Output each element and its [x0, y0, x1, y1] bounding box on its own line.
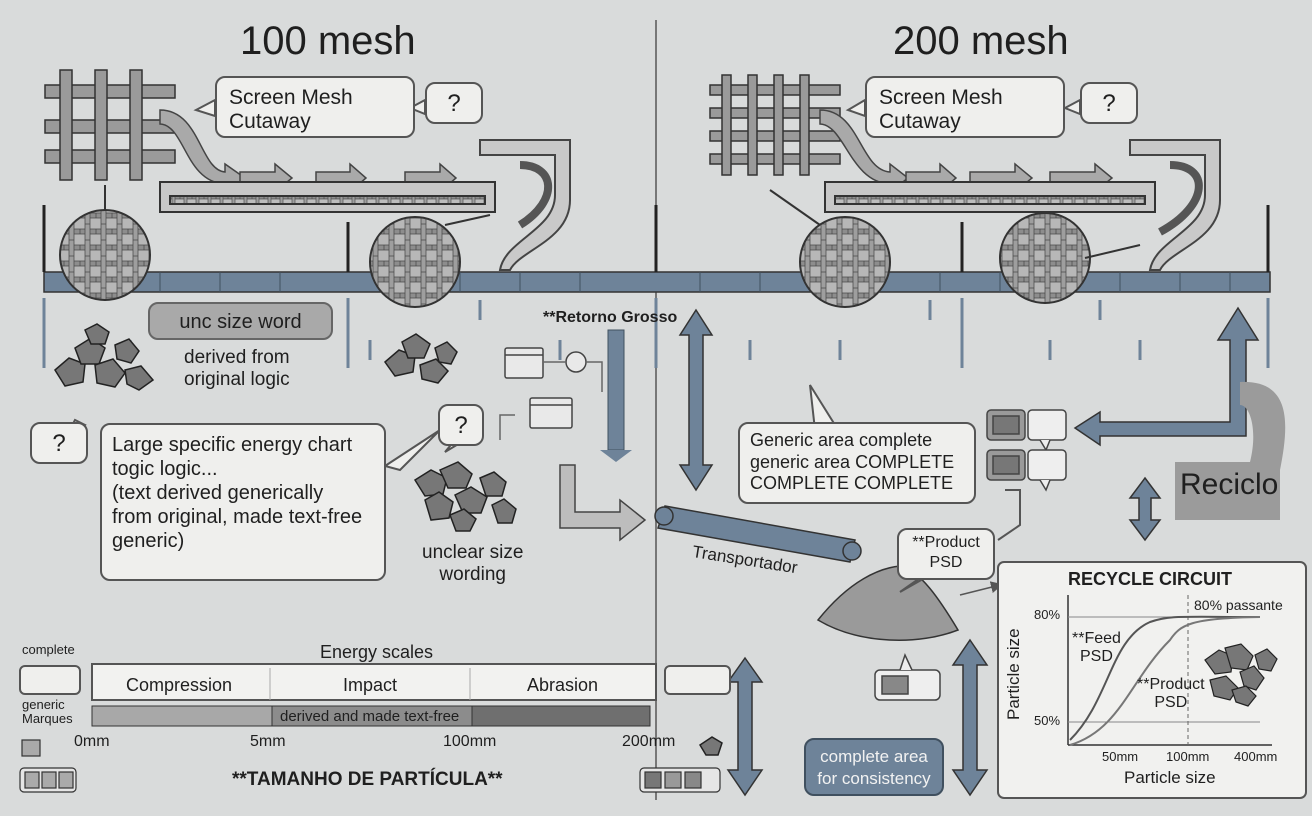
energy-category-abrasion: Abrasion — [527, 675, 599, 695]
unc-size-badge: unc size word — [148, 302, 333, 340]
complete-area-badge: complete area for consistency — [804, 738, 944, 796]
question-bubble-3: ? — [30, 422, 88, 464]
unclear-size-label: unclear size wording — [422, 542, 524, 585]
product-psd-text: **Product PSD — [912, 534, 980, 571]
unc-size-label: unc size word — [179, 311, 302, 333]
double-arrows — [678, 306, 1260, 797]
chutes — [479, 139, 1221, 271]
size-tick-0mm: 0mm — [74, 733, 110, 750]
grey-flow-arrow — [559, 464, 647, 542]
recycle-chart-frame — [997, 561, 1307, 799]
title-100-mesh: 100 mesh — [240, 19, 416, 63]
product-psd-callout: **Product PSD — [897, 528, 995, 580]
energy-category-compression: Compression — [126, 675, 233, 695]
energy-category-impact: Impact — [343, 675, 398, 695]
energy-scales-title: Energy scales — [316, 642, 438, 663]
title-200-mesh: 200 mesh — [893, 19, 1069, 63]
recycle-chart-title: RECYCLE CIRCUIT — [1068, 569, 1233, 589]
screen-mesh-label-left: Screen Mesh Cutaway — [229, 86, 353, 134]
reciclo-label: Reciclo — [1180, 468, 1279, 501]
retorno-grosso-label: **Retorno Grosso — [543, 309, 678, 326]
screen-mesh-callout-left: Screen Mesh Cutaway — [215, 76, 415, 138]
energy-chart-text: Large specific energy chart togic logic.… — [112, 434, 363, 552]
recycle-y-tick-50: 50% — [1034, 713, 1061, 728]
energy-bar-label: derived and made text-free — [280, 708, 460, 725]
flow-nodes — [499, 347, 603, 440]
question-mark: ? — [52, 430, 66, 457]
question-mark: ? — [1102, 90, 1116, 117]
recycle-x-tick-100mm: 100mm — [1166, 749, 1210, 764]
retorno-arrow — [600, 329, 632, 462]
chat-icons — [874, 409, 1067, 701]
complete-label: complete — [22, 642, 75, 657]
screen-mesh-label-right: Screen Mesh Cutaway — [879, 86, 1003, 134]
rock-piles — [54, 323, 723, 756]
recycle-chart-ylabel: Particle size — [1004, 628, 1023, 720]
recycle-x-tick-400mm: 400mm — [1234, 749, 1278, 764]
screen-mesh-icon-right — [709, 74, 841, 176]
question-bubble-1: ? — [425, 82, 483, 124]
generic-area-callout: Generic area complete generic area COMPL… — [738, 422, 976, 504]
transportador-conveyor — [654, 505, 862, 563]
passante-label: 80% passante — [1194, 597, 1283, 613]
screen-frames — [159, 181, 1156, 213]
generic-area-text: Generic area complete generic area COMPL… — [750, 430, 955, 494]
derived-from-label: derived from original logic — [184, 347, 290, 390]
screen-deck — [42, 205, 1271, 368]
size-tick-5mm: 5mm — [250, 733, 286, 750]
reciclo-shape — [1175, 381, 1286, 520]
recycle-x-tick-50mm: 50mm — [1102, 749, 1139, 764]
question-mark: ? — [454, 412, 468, 439]
screen-mesh-callout-right: Screen Mesh Cutaway — [865, 76, 1065, 138]
feed-psd-label: **Feed PSD — [1072, 630, 1121, 666]
energy-chart-callout: Large specific energy chart togic logic.… — [100, 423, 386, 581]
screen-mesh-icon-left — [44, 69, 176, 181]
product-psd-chart-label: **Product PSD — [1137, 676, 1205, 712]
recycle-chart-xlabel: Particle size — [1124, 768, 1216, 787]
size-tick-100mm: 100mm — [443, 733, 497, 750]
zoom-circles — [59, 185, 1141, 308]
generic-marques-label: generic Marques — [22, 697, 73, 726]
energy-scale-graphic — [19, 663, 731, 793]
tamanho-axis-title: **TAMANHO DE PARTÍCULA** — [232, 769, 503, 790]
question-bubble-4: ? — [438, 404, 484, 446]
question-mark: ? — [447, 90, 461, 117]
product-pile — [816, 565, 960, 641]
complete-area-text: complete area for consistency — [817, 747, 931, 789]
size-tick-200mm: 200mm — [622, 733, 676, 750]
recycle-y-tick-80: 80% — [1034, 607, 1061, 622]
question-bubble-2: ? — [1080, 82, 1138, 124]
